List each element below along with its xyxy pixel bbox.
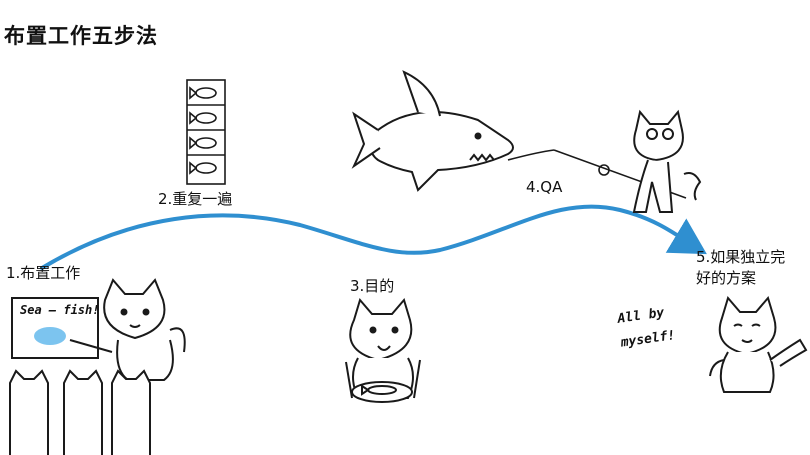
step-5-label-line2: 好的方案 bbox=[696, 269, 757, 287]
step-4-label: 4.QA bbox=[526, 178, 563, 196]
audience-cats bbox=[9, 369, 151, 455]
cat-icon bbox=[345, 297, 421, 403]
fish-icon bbox=[361, 384, 397, 396]
fish-icon bbox=[189, 111, 217, 125]
fish-box-icon bbox=[186, 79, 226, 185]
step-1-label: 1.布置工作 bbox=[6, 264, 81, 282]
cat-icon bbox=[103, 278, 186, 381]
cat-icon bbox=[709, 295, 808, 393]
progress-curve bbox=[40, 204, 707, 270]
fish-icon bbox=[189, 161, 217, 175]
step-5-label: 5.如果独立完 好的方案 bbox=[696, 247, 785, 289]
whiteboard-icon bbox=[11, 297, 113, 359]
whiteboard-text: Sea — fish! bbox=[20, 303, 100, 317]
fish-icon bbox=[189, 86, 217, 100]
speech-text: All by myself! bbox=[616, 300, 677, 355]
step-5-label-line1: 5.如果独立完 bbox=[696, 248, 786, 266]
cat-icon bbox=[632, 109, 702, 213]
step-3-label: 3.目的 bbox=[350, 277, 395, 295]
board-blob bbox=[34, 327, 66, 345]
step-2-label: 2.重复一遍 bbox=[158, 190, 233, 208]
fish-icon bbox=[189, 136, 217, 150]
page-title: 布置工作五步法 bbox=[4, 24, 158, 48]
shark-icon bbox=[351, 70, 514, 192]
